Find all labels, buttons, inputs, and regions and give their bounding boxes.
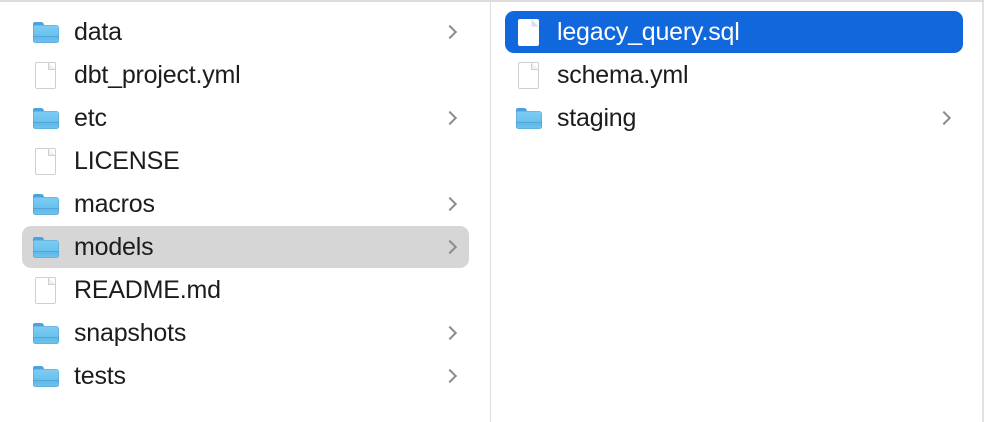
document-glyph xyxy=(35,148,56,175)
folder-glyph xyxy=(33,108,59,129)
folder-body xyxy=(33,25,59,43)
folder-glyph xyxy=(33,323,59,344)
file-row-label: data xyxy=(74,18,122,46)
document-glyph xyxy=(35,277,56,304)
file-row[interactable]: snapshots xyxy=(22,312,469,354)
file-row[interactable]: tests xyxy=(22,355,469,397)
document-icon xyxy=(32,275,60,305)
folder-body xyxy=(33,326,59,344)
file-row-label: tests xyxy=(74,362,126,390)
folder-icon xyxy=(515,103,543,133)
document-icon xyxy=(32,146,60,176)
folder-tab xyxy=(516,108,527,113)
folder-glyph xyxy=(33,194,59,215)
folder-icon xyxy=(32,318,60,348)
document-icon xyxy=(515,60,543,90)
document-glyph xyxy=(518,19,539,46)
column-models-list: legacy_query.sql schema.yml staging xyxy=(491,2,982,139)
folder-body xyxy=(33,369,59,387)
file-row[interactable]: macros xyxy=(22,183,469,225)
column-models: legacy_query.sql schema.yml staging xyxy=(491,2,984,422)
chevron-right-icon[interactable] xyxy=(443,109,457,127)
chevron-right-icon[interactable] xyxy=(443,23,457,41)
file-row-label: legacy_query.sql xyxy=(557,18,740,46)
folder-icon xyxy=(32,232,60,262)
folder-icon xyxy=(32,103,60,133)
folder-glyph xyxy=(33,22,59,43)
file-row-label: staging xyxy=(557,104,637,132)
file-row-label: README.md xyxy=(74,276,221,304)
folder-glyph xyxy=(33,366,59,387)
folder-tab xyxy=(33,366,44,371)
file-row[interactable]: models xyxy=(22,226,469,268)
folder-glyph xyxy=(33,237,59,258)
document-icon xyxy=(515,17,543,47)
chevron-right-icon[interactable] xyxy=(443,324,457,342)
file-row-label: etc xyxy=(74,104,107,132)
file-row-label: LICENSE xyxy=(74,147,180,175)
file-row[interactable]: LICENSE xyxy=(22,140,469,182)
file-row-label: schema.yml xyxy=(557,61,689,89)
folder-body xyxy=(33,111,59,129)
chevron-right-icon[interactable] xyxy=(443,195,457,213)
document-glyph xyxy=(35,62,56,89)
folder-lip xyxy=(33,207,59,209)
file-row-label: snapshots xyxy=(74,319,187,347)
folder-lip xyxy=(516,121,542,123)
folder-lip xyxy=(33,336,59,338)
folder-body xyxy=(33,197,59,215)
folder-icon xyxy=(32,17,60,47)
folder-tab xyxy=(33,237,44,242)
folder-tab xyxy=(33,22,44,27)
chevron-right-icon[interactable] xyxy=(443,238,457,256)
folder-lip xyxy=(33,35,59,37)
chevron-right-icon[interactable] xyxy=(937,109,951,127)
file-row[interactable]: data xyxy=(22,11,469,53)
file-row-label: models xyxy=(74,233,154,261)
folder-icon xyxy=(32,189,60,219)
folder-tab xyxy=(33,108,44,113)
folder-glyph xyxy=(516,108,542,129)
file-row[interactable]: schema.yml xyxy=(505,54,963,96)
chevron-right-icon[interactable] xyxy=(443,367,457,385)
file-row-label: macros xyxy=(74,190,155,218)
folder-lip xyxy=(33,379,59,381)
folder-tab xyxy=(33,194,44,199)
document-glyph xyxy=(518,62,539,89)
file-row-label: dbt_project.yml xyxy=(74,61,241,89)
folder-icon xyxy=(32,361,60,391)
file-row[interactable]: staging xyxy=(505,97,963,139)
document-icon xyxy=(32,60,60,90)
folder-lip xyxy=(33,121,59,123)
file-row[interactable]: etc xyxy=(22,97,469,139)
folder-lip xyxy=(33,250,59,252)
folder-tab xyxy=(33,323,44,328)
file-row[interactable]: README.md xyxy=(22,269,469,311)
file-row[interactable]: legacy_query.sql xyxy=(505,11,963,53)
file-row[interactable]: dbt_project.yml xyxy=(22,54,469,96)
folder-body xyxy=(516,111,542,129)
folder-body xyxy=(33,240,59,258)
